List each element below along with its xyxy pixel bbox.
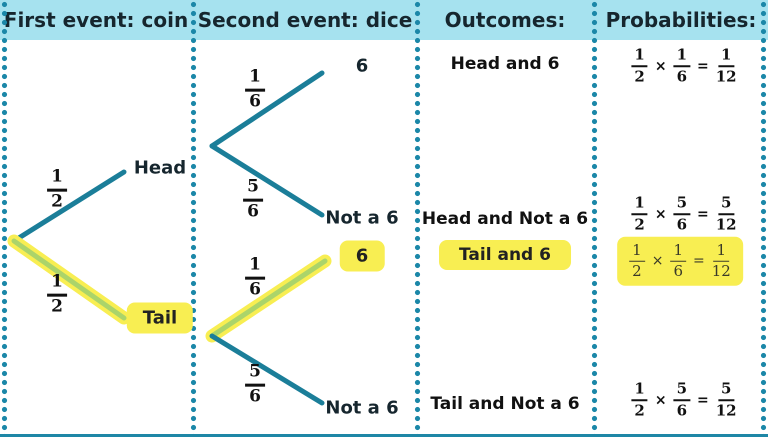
times-sign: × [654,392,667,408]
node-head-notsix: Not a 6 [325,207,399,229]
equals-sign: = [697,206,709,222]
equals-sign: = [697,58,709,74]
times-sign: × [654,206,667,222]
branch-tail-six-line [209,258,328,339]
equals-sign: = [697,392,709,408]
outcome-head-and-six: Head and 6 [450,54,560,74]
fraction-tail-half: 1 2 [47,273,67,317]
outcome-head-and-notsix: Head and Not a 6 [421,209,589,229]
branch-tail-notsix-line [209,333,325,406]
dotted-separator-col3-col4 [591,0,598,437]
outcome-tail-and-notsix: Tail and Not a 6 [430,394,580,414]
header-outcomes: Outcomes: [444,8,566,32]
node-tail-highlighted: Tail [126,302,194,334]
header-probabilities: Probabilities: [605,8,757,32]
node-tail-notsix: Not a 6 [325,397,399,419]
times-sign: × [654,58,667,74]
branch-head-line [11,169,127,244]
header-first-event: First event: coin [3,8,189,32]
dotted-separator-col1-col2 [190,0,197,437]
equals-sign: = [693,253,705,269]
fraction-tail-notsix: 5 6 [245,363,265,407]
branch-head-six-line [209,70,325,149]
fraction-head-six: 1 6 [245,68,265,112]
times-sign: × [651,253,664,269]
node-head-six: 6 [355,55,369,77]
header-bar [0,0,768,40]
dotted-separator-col2-col3 [414,0,421,437]
dotted-border-right [760,0,767,437]
dotted-border-left [1,0,8,437]
bottom-border-line [0,434,768,437]
fraction-head-half: 1 2 [47,168,67,212]
node-tail-six-highlighted: 6 [339,240,385,272]
fraction-head-notsix: 5 6 [243,178,263,222]
branch-head-notsix-line [209,143,325,218]
node-head: Head [133,157,187,179]
outcome-tail-and-six-highlighted: Tail and 6 [439,240,571,270]
branch-tail-line [11,238,127,321]
fraction-tail-six: 1 6 [245,256,265,300]
header-second-event: Second event: dice [197,8,413,32]
